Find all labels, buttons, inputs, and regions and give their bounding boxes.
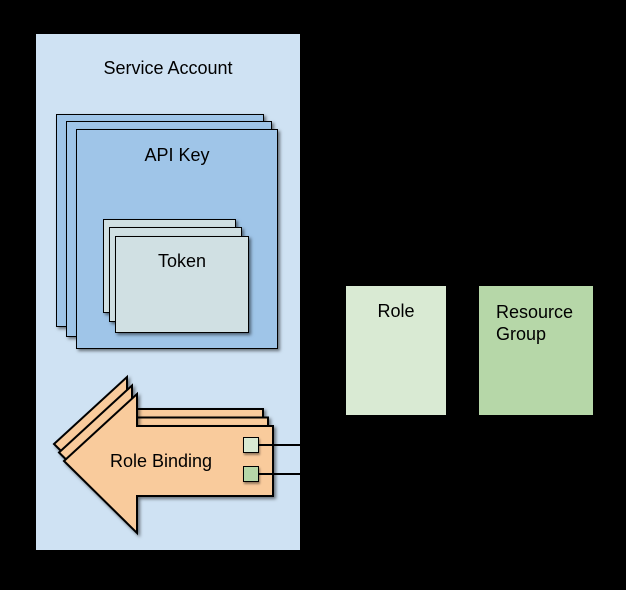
token-box-front bbox=[115, 236, 249, 333]
token-label: Token bbox=[157, 251, 207, 271]
resource-group-label: Resource Group bbox=[496, 302, 574, 344]
resource-group-box bbox=[478, 285, 594, 416]
role-connector-line bbox=[257, 444, 590, 446]
role-binding-arrow-front bbox=[62, 391, 274, 536]
resource-group-connector-line bbox=[257, 473, 590, 475]
role-box bbox=[345, 285, 447, 416]
service-account-label: Service Account bbox=[103, 58, 233, 78]
role-label: Role bbox=[377, 301, 415, 321]
api-key-label: API Key bbox=[144, 145, 210, 165]
role-binding-label: Role Binding bbox=[109, 451, 213, 471]
role-ref-square bbox=[243, 437, 259, 453]
resource-group-ref-square bbox=[243, 466, 259, 482]
role-binding-arrow bbox=[52, 374, 274, 536]
